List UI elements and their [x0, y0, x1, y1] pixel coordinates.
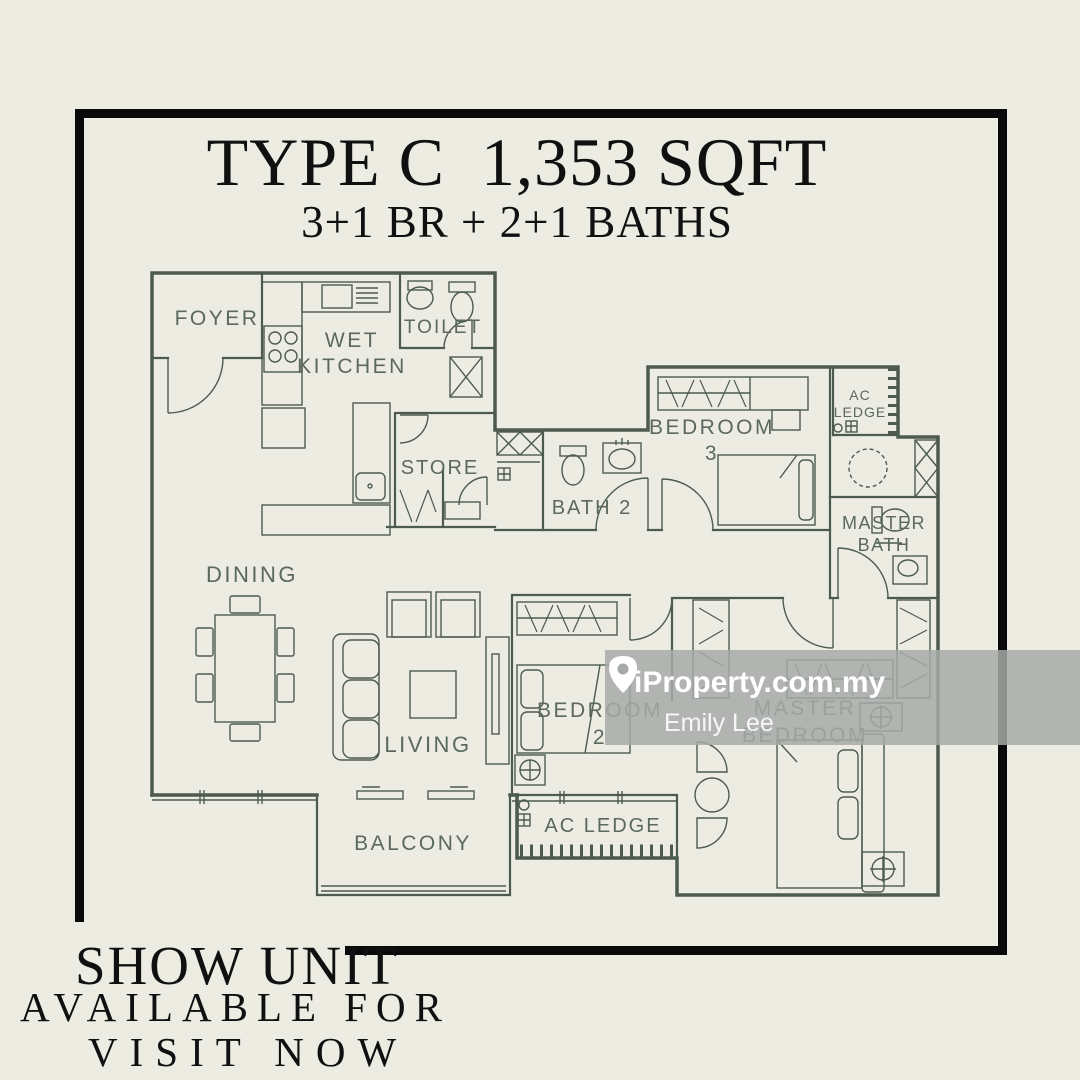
watermark: iProperty.com.my Emily Lee	[605, 650, 1080, 745]
pillow-icon	[520, 669, 544, 709]
frame-top	[75, 109, 1007, 118]
label-ac-ledge-bottom: AC LEDGE	[544, 815, 661, 837]
label-wet-kitchen-1: WET	[325, 329, 379, 352]
tv-icon	[491, 653, 500, 735]
wardrobe-hatch	[524, 604, 602, 633]
foyer-door-arc	[167, 357, 224, 414]
ac-ledge-bottom	[517, 799, 676, 858]
kitchen-cabinet	[261, 407, 306, 449]
label-master-bath-2: BATH	[858, 535, 911, 555]
pillow-icon	[837, 749, 859, 793]
label-bedroom2-2: 2	[593, 726, 607, 749]
label-balcony: BALCONY	[354, 832, 472, 855]
wc-icon	[559, 445, 587, 457]
basin-icon	[892, 555, 928, 585]
label-ac-ledge-top-1: AC	[849, 387, 870, 403]
chair-icon	[229, 723, 261, 742]
ac-ledge-top	[831, 366, 898, 437]
label-dining: DINING	[206, 562, 298, 587]
store-hatch	[399, 489, 437, 523]
chair-icon	[195, 673, 214, 703]
basin-icon	[407, 280, 433, 291]
lounge-chair-icon	[696, 817, 728, 849]
watermark-band	[605, 650, 1080, 745]
bath2-door-arc	[595, 477, 649, 531]
label-ac-ledge-top-2: LEDGE	[834, 404, 886, 420]
watermark-brand: iProperty.com.my	[634, 666, 886, 699]
bedroom3-door-arc	[661, 478, 714, 531]
bedroom3-furniture	[657, 376, 816, 526]
bedside-table	[771, 409, 801, 431]
corridor-utility	[496, 431, 544, 481]
frame-bottom-rule	[345, 946, 1007, 955]
page-subtitle: 3+1 BR + 2+1 BATHS	[301, 197, 733, 247]
label-living: LIVING	[384, 732, 471, 757]
bath2-fixtures	[559, 438, 642, 486]
footer-show-unit: SHOW UNIT	[75, 935, 399, 996]
label-bedroom3-2: 3	[705, 442, 719, 465]
store-door-arc	[399, 414, 429, 444]
bed-icon	[717, 454, 816, 526]
appliance-icon	[355, 472, 386, 501]
watermark-agent: Emily Lee	[664, 709, 774, 737]
wc-icon	[871, 506, 883, 534]
door-arcs	[167, 319, 889, 649]
bedside-table	[861, 851, 905, 887]
iproperty-pin-icon	[609, 656, 637, 693]
windows	[152, 786, 677, 892]
label-wet-kitchen-2: KITCHEN	[297, 355, 407, 378]
balcony-outline	[315, 793, 512, 897]
dining-table-icon	[214, 614, 276, 723]
page-title: TYPE C 1,353 SQFT	[207, 124, 828, 200]
label-bath2: BATH 2	[552, 497, 633, 519]
store-shelf	[444, 501, 481, 520]
chair-icon	[276, 627, 295, 657]
frame-left	[75, 109, 84, 922]
chair-icon	[229, 595, 261, 614]
master-bath-door-arc	[837, 547, 889, 599]
master-bedroom-door-arc	[782, 597, 834, 649]
label-toilet: TOILET	[404, 317, 482, 338]
store-fixtures	[399, 489, 481, 523]
dining-furniture	[195, 595, 295, 742]
kitchen-counter-bottom	[261, 504, 391, 536]
store-door-arc-2	[458, 476, 488, 506]
sliding-door-icon	[356, 790, 404, 800]
frame-right	[998, 109, 1007, 955]
label-bedroom3-1: BEDROOM	[649, 416, 775, 439]
shower-icon	[848, 448, 888, 488]
frame-border	[75, 109, 1007, 955]
sliding-door-icon	[427, 790, 475, 800]
toilet-fixtures	[406, 280, 483, 398]
pillow-icon	[837, 796, 859, 840]
label-store: STORE	[401, 457, 480, 479]
bedroom2-door-arc	[629, 597, 673, 641]
master-bath-fixtures	[848, 439, 939, 585]
coffee-table-icon	[409, 670, 457, 719]
footer-available-for: AVAILABLE FOR	[20, 984, 451, 1030]
stove-icon	[263, 325, 303, 373]
footer: SHOW UNIT AVAILABLE FOR VISIT NOW	[20, 935, 451, 1075]
kitchen-peninsula	[352, 402, 391, 504]
side-table-icon	[694, 777, 730, 813]
wardrobe-hatch	[665, 379, 747, 408]
sink-drainer-icon	[356, 287, 378, 304]
bedside-table	[514, 754, 546, 786]
living-furniture	[332, 591, 510, 765]
header: TYPE C 1,353 SQFT 3+1 BR + 2+1 BATHS	[207, 124, 828, 247]
tv-console-icon	[485, 636, 510, 765]
label-foyer: FOYER	[175, 307, 260, 330]
chair-icon	[276, 673, 295, 703]
chair-icon	[195, 627, 214, 657]
shower-icon	[449, 356, 483, 398]
footer-visit-now: VISIT NOW	[88, 1029, 408, 1075]
sink-icon	[321, 284, 353, 309]
pillow-icon	[520, 711, 544, 751]
kitchen-fixtures	[261, 281, 391, 536]
label-master-bath-1: MASTER	[842, 513, 926, 533]
pillow-icon	[798, 459, 814, 521]
